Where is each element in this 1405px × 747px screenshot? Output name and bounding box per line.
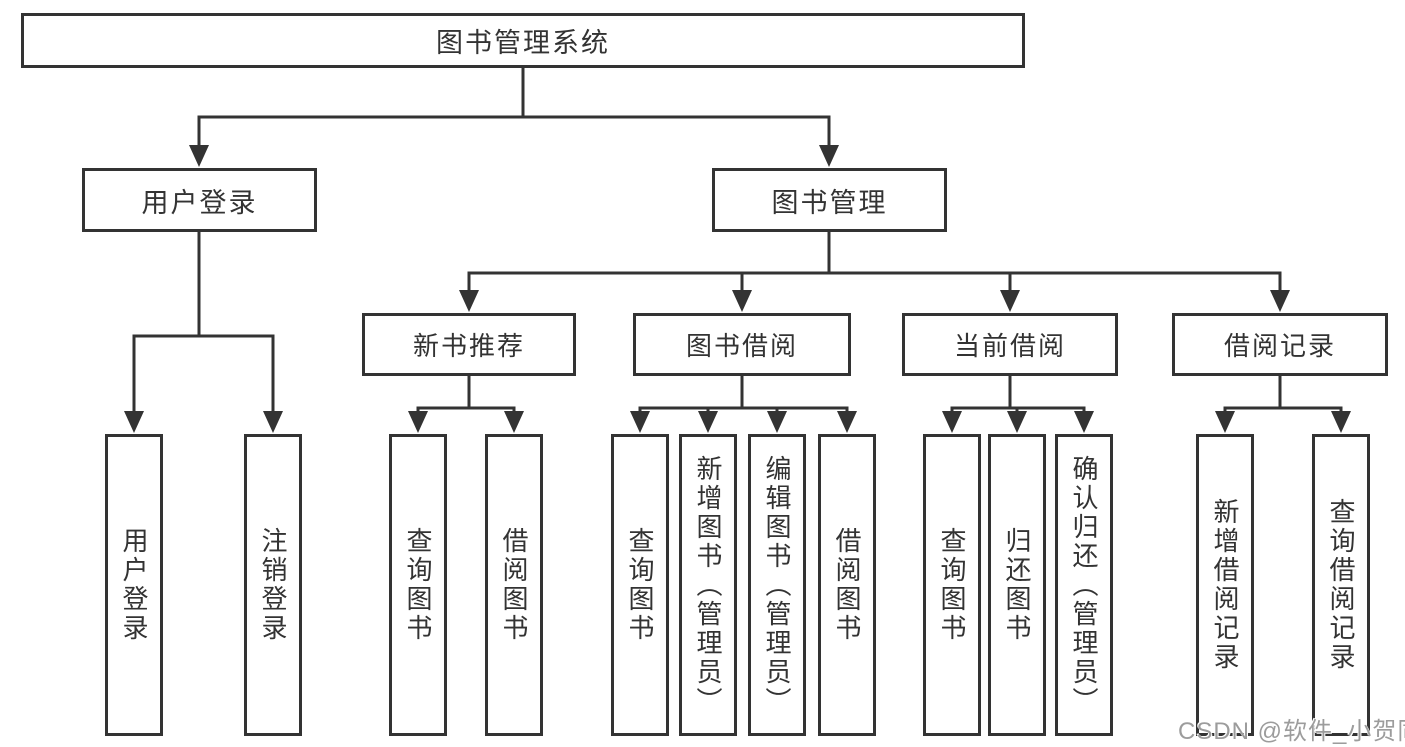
leaf-label: 借阅图书	[832, 527, 862, 643]
leaf-query-books-1: 查询图书	[389, 434, 447, 736]
node-book-management: 图书管理	[712, 168, 947, 232]
leaf-return-books: 归还图书	[988, 434, 1046, 736]
leaf-borrow-books-2: 借阅图书	[818, 434, 876, 736]
node-label: 图书借阅	[685, 331, 798, 361]
leaf-label: 编辑图书（管理员）	[762, 454, 792, 716]
leaf-confirm-return-admin: 确认归还（管理员）	[1055, 434, 1113, 736]
leaf-label: 查询图书	[403, 527, 433, 643]
leaf-label: 借阅图书	[499, 527, 529, 643]
node-book-borrowing: 图书借阅	[633, 313, 851, 376]
node-user-login: 用户登录	[82, 168, 317, 232]
leaf-add-books-admin: 新增图书（管理员）	[679, 434, 737, 736]
node-library-management-system: 图书管理系统	[21, 13, 1025, 68]
leaf-logout: 注销登录	[244, 434, 302, 736]
leaf-label: 归还图书	[1002, 527, 1032, 643]
leaf-label: 用户登录	[119, 527, 149, 643]
node-current-borrowing: 当前借阅	[902, 313, 1118, 376]
node-label: 用户登录	[141, 187, 258, 218]
leaf-query-books-3: 查询图书	[923, 434, 981, 736]
leaf-label: 新增借阅记录	[1210, 498, 1240, 672]
leaf-label: 确认归还（管理员）	[1069, 454, 1099, 716]
csdn-watermark: CSDN @软件_小贺同学	[1178, 718, 1405, 745]
node-label: 借阅记录	[1223, 331, 1336, 361]
leaf-label: 新增图书（管理员）	[693, 454, 723, 716]
node-new-book-recommend: 新书推荐	[362, 313, 576, 376]
leaf-label: 查询图书	[937, 527, 967, 643]
node-label: 图书管理系统	[436, 28, 610, 58]
leaf-label: 查询图书	[625, 527, 655, 643]
leaf-query-books-2: 查询图书	[611, 434, 669, 736]
node-label: 当前借阅	[953, 331, 1066, 361]
node-borrowing-records: 借阅记录	[1172, 313, 1388, 376]
leaf-edit-books-admin: 编辑图书（管理员）	[748, 434, 806, 736]
node-label: 图书管理	[771, 187, 888, 218]
leaf-label: 查询借阅记录	[1326, 498, 1356, 672]
leaf-label: 注销登录	[258, 527, 288, 643]
leaf-add-borrow-record: 新增借阅记录	[1196, 434, 1254, 736]
leaf-user-login: 用户登录	[105, 434, 163, 736]
node-label: 新书推荐	[412, 331, 525, 361]
leaf-query-borrow-record: 查询借阅记录	[1312, 434, 1370, 736]
leaf-borrow-books-1: 借阅图书	[485, 434, 543, 736]
